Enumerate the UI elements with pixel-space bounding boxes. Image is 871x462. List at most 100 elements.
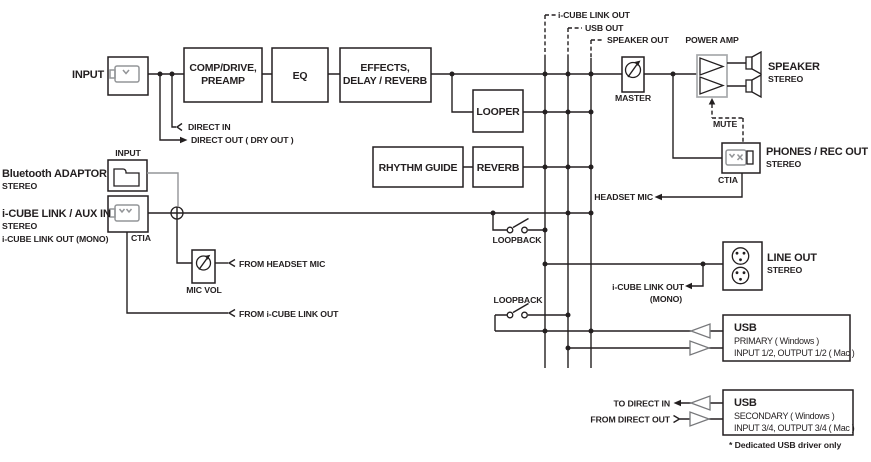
icube-mono-label-2: (MONO) (650, 294, 682, 304)
switch-contact (506, 226, 514, 234)
to-direct-in-arrow-icon (673, 399, 681, 407)
icube-mono-wire (690, 264, 704, 287)
power-amp-label: POWER AMP (685, 35, 739, 45)
bluetooth-adaptor-icon (113, 168, 140, 187)
rhythm-guide-block (372, 146, 464, 188)
effects-block (339, 47, 432, 103)
headset-mic-arrow-icon (654, 193, 662, 201)
switch-blade (512, 217, 529, 229)
headset-mic-wire (660, 173, 743, 198)
stereo-jack-icon (109, 204, 140, 222)
usb-driver-note: * Dedicated USB driver only (729, 440, 841, 450)
loopback1-wires (492, 213, 545, 231)
mute-arrow-icon (708, 98, 716, 105)
bluetooth-title: Bluetooth ADAPTOR (2, 168, 107, 180)
usb-record-buffer-icon (689, 340, 711, 356)
phones-section: PHONES / REC OUT STEREO CTIA HEADSET MIC (594, 74, 869, 202)
speaker-title: SPEAKER (768, 61, 820, 73)
direct-out-label: DIRECT OUT ( DRY OUT ) (191, 135, 294, 145)
usb-primary-line2: PRIMARY ( Windows ) (734, 336, 819, 346)
line-out-title: LINE OUT (767, 252, 817, 264)
looper-section: LOOPER (451, 74, 591, 133)
from-icube-arrow-icon (227, 308, 236, 318)
effects-label-1: EFFECTS, (360, 62, 409, 74)
input-label: INPUT (72, 69, 104, 81)
headset-mic-label: HEADSET MIC (594, 192, 654, 202)
comp-preamp-block (183, 47, 263, 103)
speaker-icon (745, 73, 762, 99)
line-out-section: LINE OUT STEREO i-CUBE LINK OUT (MONO) (545, 241, 817, 304)
icube-mono-arrow-icon (685, 282, 692, 290)
from-headset-arrow-icon (227, 258, 236, 268)
power-amp-triangle-icon (699, 57, 725, 76)
power-amp-triangle-icon (699, 76, 725, 95)
usb-bus-label: USB OUT (585, 23, 624, 33)
switch-contact (521, 226, 528, 234)
output-stage: MASTER POWER AMP SPEAKER STEREO (615, 35, 820, 103)
bluetooth-input-label: INPUT (115, 148, 141, 158)
usb-playback-buffer-icon (689, 323, 711, 339)
phones-title: PHONES / REC OUT (766, 146, 868, 158)
direct-in-wire (171, 74, 176, 128)
bluetooth-wire (147, 172, 179, 206)
eq-label: EQ (293, 70, 308, 82)
icube-bus-label: i-CUBE LINK OUT (558, 10, 631, 20)
mic-vol-section: MIC VOL FROM HEADSET MIC FROM i-CUBE LIN… (126, 219, 339, 319)
mic-vol-label: MIC VOL (186, 285, 222, 295)
speaker-bus-label: SPEAKER OUT (607, 35, 669, 45)
direct-out-arrow-icon (180, 136, 188, 144)
usb-secondary-out-buffer-icon (689, 395, 711, 411)
usb-primary-title: USB (734, 322, 757, 334)
from-icube-wire (126, 232, 228, 314)
looper-label: LOOPER (476, 106, 520, 118)
quarter-jack-icon (109, 65, 140, 83)
effects-label-2: DELAY / REVERB (343, 75, 428, 87)
reverb-block (472, 146, 524, 188)
usb-secondary-line3: INPUT 3/4, OUTPUT 3/4 ( Mac ) (734, 423, 855, 433)
bluetooth-sub: STEREO (2, 181, 37, 191)
loopback-switch-1: LOOPBACK (492, 213, 545, 245)
looper-block (472, 89, 524, 133)
phones-feed-wire (672, 74, 722, 159)
rhythm-section: RHYTHM GUIDE REVERB (372, 146, 591, 188)
switch-contact (521, 311, 528, 319)
from-headset-label: FROM HEADSET MIC (239, 259, 326, 269)
comp-label-1: COMP/DRIVE, (189, 62, 257, 74)
sum-node-icon (170, 206, 184, 220)
speaker-bus-dashed-lead (590, 39, 604, 58)
mute-dashed-wire (711, 104, 744, 143)
speaker-wires (727, 62, 746, 87)
switch-blade (512, 302, 529, 314)
loopback2-wires (494, 314, 568, 331)
from-icube-label: FROM i-CUBE LINK OUT (239, 309, 339, 319)
junction-dots (157, 71, 706, 351)
input-jack-box (107, 56, 149, 96)
usb-primary-line3: INPUT 1/2, OUTPUT 1/2 ( Mac ) (734, 348, 855, 358)
mic-vol-out-wire (176, 219, 192, 264)
usb-secondary-in-buffer-icon (689, 411, 711, 427)
aux-title: i-CUBE LINK / AUX IN (2, 208, 111, 220)
xlr-connector-icon (731, 247, 750, 265)
speaker-sub: STEREO (768, 74, 803, 84)
master-label: MASTER (615, 93, 652, 103)
speaker-icon (745, 50, 762, 76)
phones-sub: STEREO (766, 159, 801, 169)
aux-sub1: STEREO (2, 221, 37, 231)
aux-sub2: i-CUBE LINK OUT (MONO) (2, 234, 109, 244)
mute-control: MUTE (708, 98, 744, 143)
reverb-label: REVERB (477, 162, 520, 174)
usb-primary-box (722, 314, 851, 362)
direct-taps: DIRECT IN DIRECT OUT ( DRY OUT ) (159, 74, 294, 145)
looper-wires (451, 74, 591, 113)
direct-in-arrow-icon (175, 122, 183, 132)
switch-contact (506, 311, 514, 319)
mic-vol-knob-icon (195, 254, 212, 271)
line-out-sub: STEREO (767, 265, 802, 275)
usb-secondary-line2: SECONDARY ( Windows ) (734, 411, 835, 421)
bluetooth-section: INPUT Bluetooth ADAPTOR STEREO (2, 148, 179, 206)
loopback2-label: LOOPBACK (494, 295, 544, 305)
icube-bus-dashed-lead (544, 14, 556, 58)
aux-jack-box (107, 195, 149, 233)
phones-ctia-label: CTIA (718, 175, 739, 185)
